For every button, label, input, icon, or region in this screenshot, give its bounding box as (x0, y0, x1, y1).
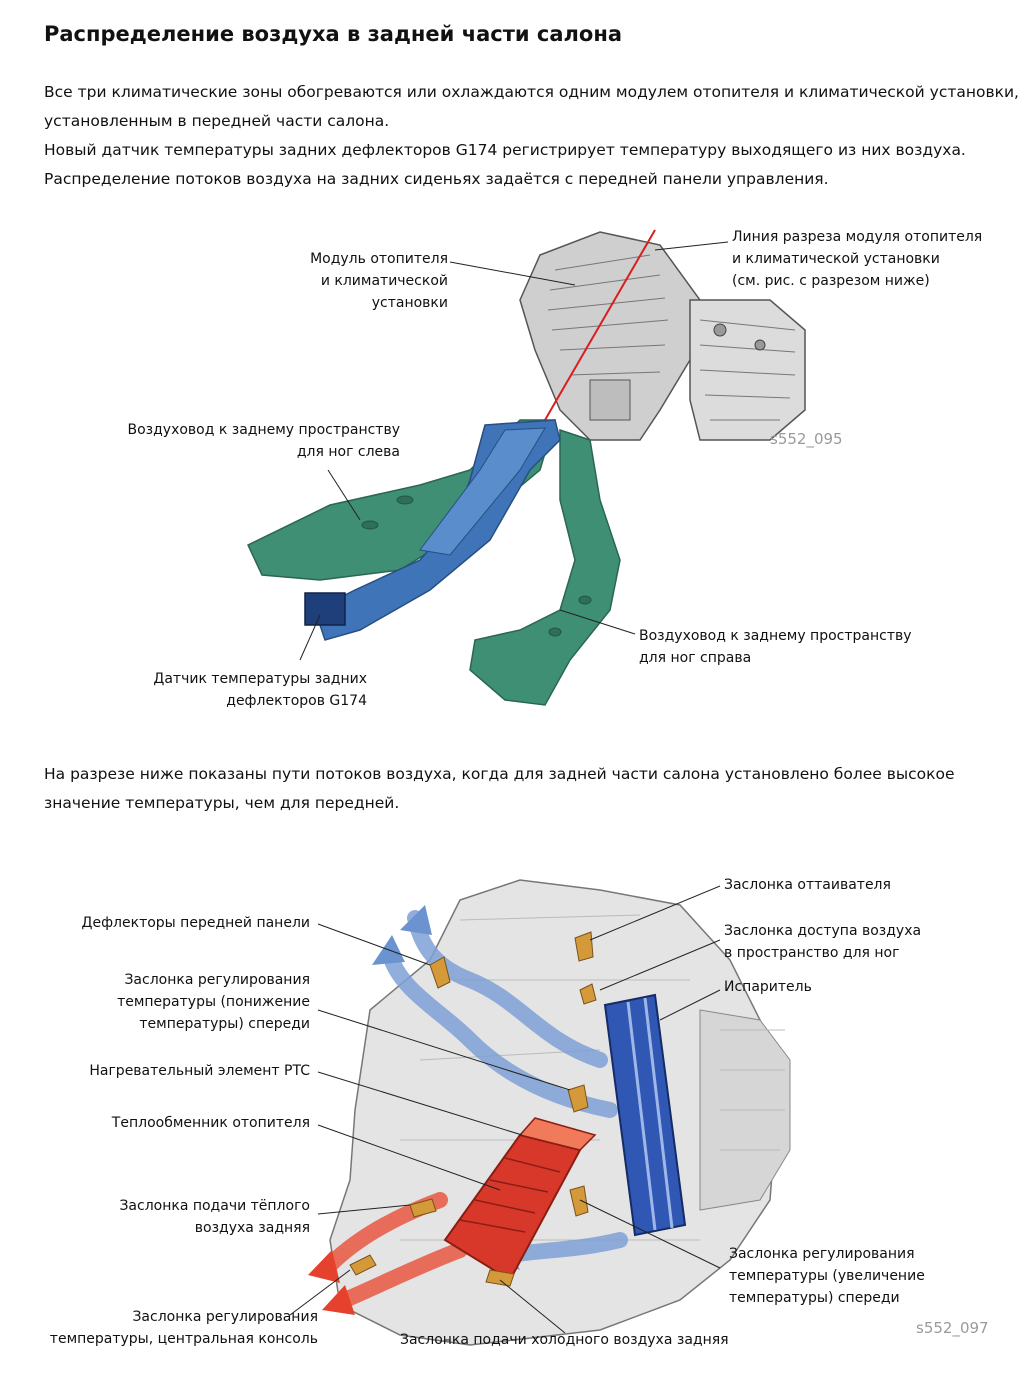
label-temp-flap-down: Заслонка регулирования температуры (пони… (117, 972, 310, 1032)
label-right-footwell-duct: Воздуховод к заднему пространству для но… (639, 628, 912, 666)
label-heater-core: Теплообменник отопителя (111, 1115, 310, 1131)
intro-paragraph: Новый датчик температуры задних дефлекто… (44, 141, 966, 159)
evaporator (603, 993, 687, 1237)
warm-air-arrows (308, 1250, 355, 1315)
section2-text: На разрезе ниже показаны пути потоков во… (44, 765, 955, 812)
intro-paragraph: Все три климатические зоны обогреваются … (44, 83, 1019, 130)
label-left-footwell-duct: Воздуховод к заднему пространству для но… (127, 422, 400, 460)
intro-text: Все три климатические зоны обогреваются … (44, 78, 1024, 194)
label-dash-vents: Дефлекторы передней панели (81, 915, 310, 931)
page-title: Распределение воздуха в задней части сал… (44, 22, 623, 46)
hvac-module-illustration (519, 231, 806, 441)
label-hvac-module: Модуль отопителя и климатической установ… (310, 251, 448, 311)
label-footwell-flap: Заслонка доступа воздуха в пространство … (724, 923, 922, 961)
flaps (349, 931, 597, 1287)
label-evaporator: Испаритель (724, 979, 812, 995)
figure-id: s552_095 (770, 430, 843, 448)
rear-vent-duct-branch (419, 427, 546, 556)
label-cold-flap-rear: Заслонка подачи холодного воздуха задняя (400, 1332, 729, 1348)
leader-lines (289, 885, 721, 1334)
section-line (544, 229, 656, 421)
sensor-g174-box (304, 592, 346, 626)
ptc-element (518, 1117, 597, 1151)
label-section-line: Линия разреза модуля отопителя и климати… (732, 229, 983, 289)
label-sensor-g174: Датчик температуры задних дефлекторов G1… (153, 671, 367, 709)
label-ptc-element: Нагревательный элемент PTC (89, 1063, 310, 1079)
figure-id: s552_097 (916, 1319, 989, 1337)
label-warm-flap-rear: Заслонка подачи тёплого воздуха задняя (119, 1198, 310, 1236)
label-defrost-flap: Заслонка оттаивателя (724, 877, 891, 893)
label-temp-flap-up: Заслонка регулирования температуры (увел… (729, 1246, 925, 1306)
ducts-diagram (247, 229, 806, 706)
right-footwell-duct (469, 428, 621, 706)
intro-paragraph: Распределение потоков воздуха на задних … (44, 170, 829, 188)
label-temp-flap-console: Заслонка регулирования температуры, цент… (49, 1309, 318, 1347)
